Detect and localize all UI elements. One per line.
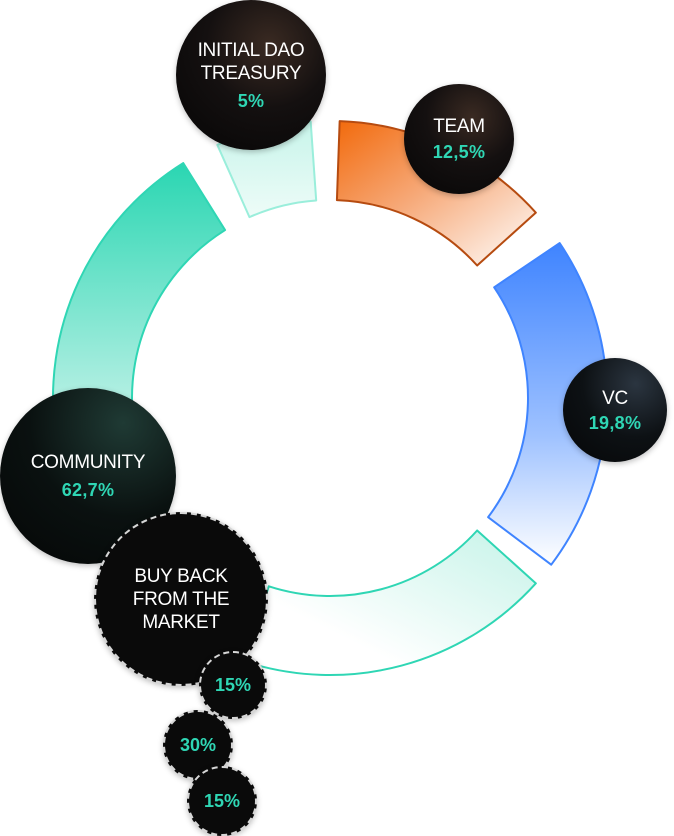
bubble-buy-back-value-3: 15%: [187, 766, 257, 836]
value-vc: 19,8%: [588, 412, 642, 433]
label-team: TEAM: [433, 116, 485, 137]
bubble-vc: VC 19,8%: [563, 358, 667, 462]
value-community: 62,7%: [61, 480, 115, 500]
value-initial-dao-treasury: 5%: [237, 90, 265, 111]
bubble-team: TEAM 12,5%: [404, 84, 514, 194]
segment-community-bottom: [243, 529, 537, 676]
value-buy-back-3: 15%: [203, 790, 241, 811]
value-buy-back-2: 30%: [179, 734, 217, 755]
label-initial-dao-treasury: INITIAL DAO TREASURY: [197, 39, 305, 84]
label-buy-back: BUY BACK FROM THE MARKET: [132, 565, 230, 633]
segment-vc: [487, 242, 608, 566]
value-team: 12,5%: [432, 142, 486, 162]
bubble-buy-back: BUY BACK FROM THE MARKET: [94, 512, 268, 686]
bubble-buy-back-value-1: 15%: [199, 651, 267, 719]
value-buy-back-1: 15%: [214, 674, 252, 695]
label-community: COMMUNITY: [30, 452, 146, 473]
segment-community-left: [52, 162, 227, 438]
label-vc: VC: [602, 387, 628, 409]
bubble-initial-dao-treasury: INITIAL DAO TREASURY 5%: [176, 0, 326, 150]
